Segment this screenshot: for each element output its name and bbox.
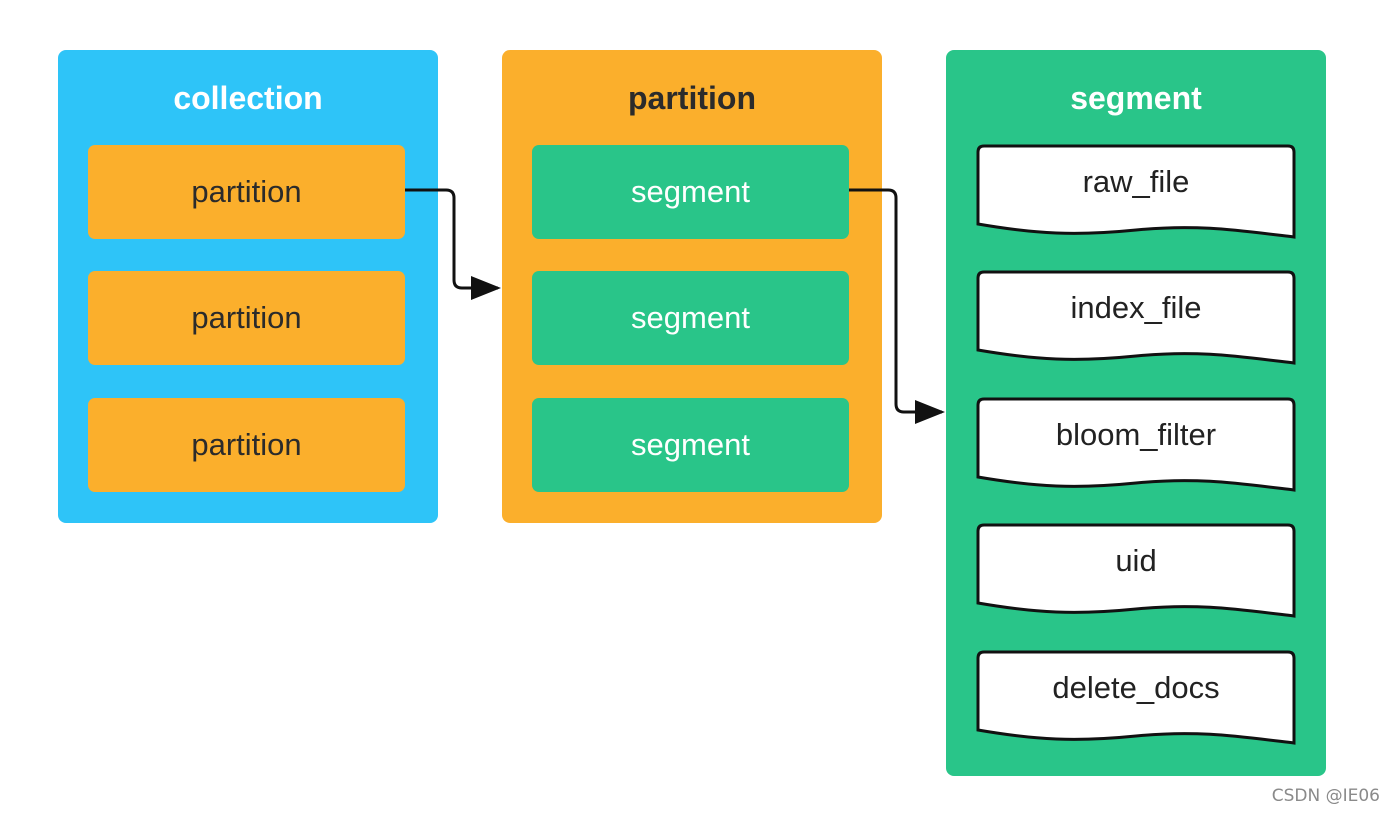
collection-partition-box: partition xyxy=(88,145,405,239)
document-outline xyxy=(976,270,1296,365)
partition-segment-box: segment xyxy=(532,398,849,492)
watermark: CSDN @IE06 xyxy=(1271,786,1380,806)
partition-panel: partition segment segment segment xyxy=(502,50,882,523)
document-outline xyxy=(976,397,1296,492)
index-file-label: index_file xyxy=(1070,290,1202,325)
document-outline xyxy=(976,650,1296,745)
collection-partition-box: partition xyxy=(88,271,405,365)
document-outline xyxy=(976,523,1296,618)
partition-title: partition xyxy=(628,80,756,116)
delete-docs-label: delete_docs xyxy=(1052,670,1220,705)
document-shape: index_file xyxy=(976,270,1296,368)
collection-title: collection xyxy=(173,80,323,116)
document-shape: delete_docs xyxy=(976,650,1296,748)
bloom-filter-label: bloom_filter xyxy=(1055,417,1217,452)
raw-file-label: raw_file xyxy=(1082,164,1190,199)
document-shape: raw_file xyxy=(976,144,1296,242)
collection-partition-box: partition xyxy=(88,398,405,492)
partition-segment-box: segment xyxy=(532,271,849,365)
document-shape: uid xyxy=(976,523,1296,621)
partition-segment-box: segment xyxy=(532,145,849,239)
segment-panel: segment raw_file index_file bloom_filter… xyxy=(946,50,1326,776)
collection-panel: collection partition partition partition xyxy=(58,50,438,523)
uid-label: uid xyxy=(1115,543,1157,578)
segment-title: segment xyxy=(1070,80,1202,116)
document-outline xyxy=(976,144,1296,239)
document-shape: bloom_filter xyxy=(976,397,1296,495)
